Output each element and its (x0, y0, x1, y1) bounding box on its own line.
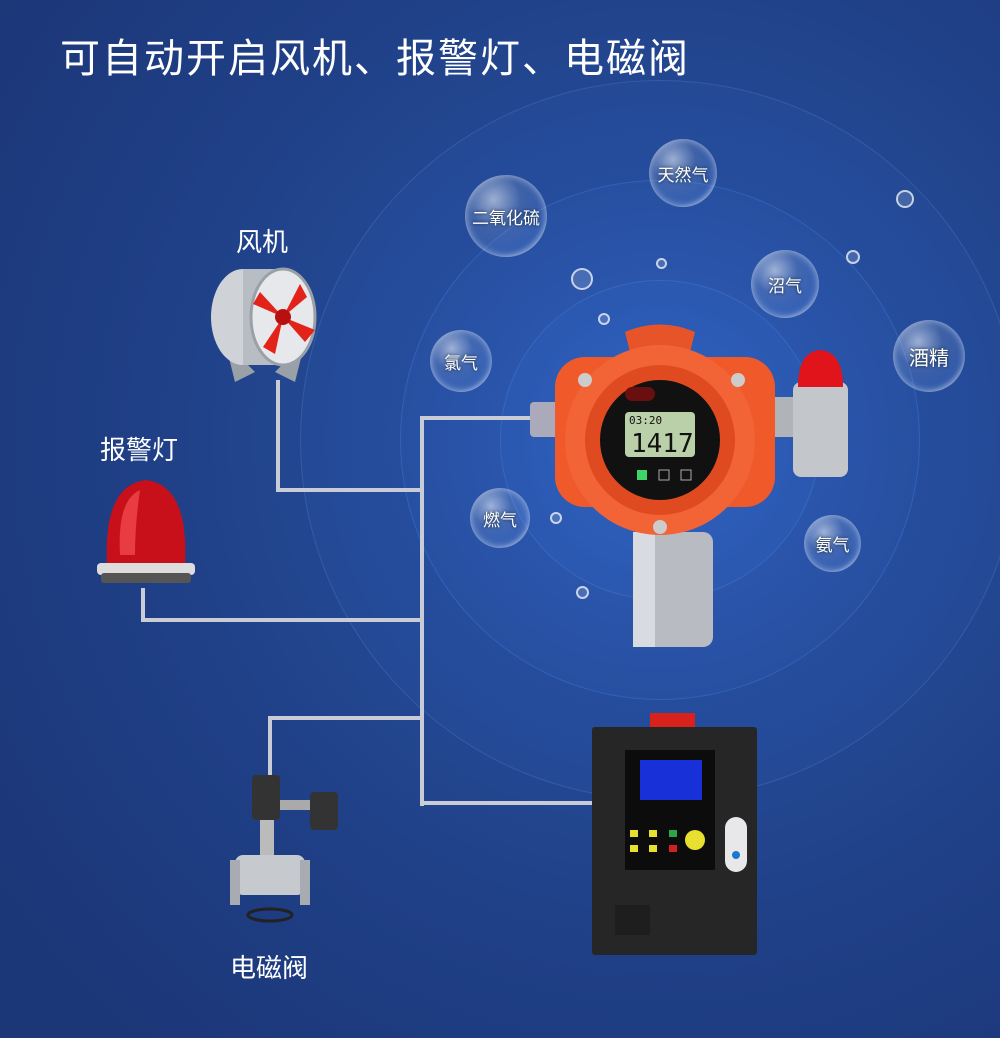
gas-bubble: 氯气 (430, 330, 492, 392)
gas-bubble: 氨气 (804, 515, 861, 572)
gas-bubble: 燃气 (470, 488, 530, 548)
wire (420, 801, 592, 805)
solenoid-valve-icon (230, 775, 338, 923)
small-bubble (846, 250, 860, 264)
alarm-light-icon (97, 480, 195, 583)
detector-reading: 1417 (631, 429, 694, 459)
detector-time: 03:20 (629, 414, 662, 427)
wire (268, 716, 424, 720)
wire (141, 588, 145, 622)
small-bubble (550, 512, 562, 524)
small-bubble (571, 268, 593, 290)
wire (276, 380, 280, 492)
solenoid-valve-label: 电磁阀 (230, 954, 309, 984)
wire (276, 488, 424, 492)
wire (420, 416, 424, 806)
small-bubble (576, 586, 589, 599)
gas-bubble: 天然气 (649, 139, 717, 207)
small-bubble (598, 313, 610, 325)
alarm-light-label: 报警灯 (100, 436, 179, 466)
small-bubble (656, 258, 667, 269)
wire (141, 618, 424, 622)
gas-detector: 03:20 1417 (530, 324, 848, 647)
fan-label: 风机 (236, 228, 289, 258)
fan-icon (211, 267, 317, 382)
wire (420, 416, 532, 420)
wire (268, 716, 272, 776)
page-title: 可自动开启风机、报警灯、电磁阀 (60, 36, 690, 82)
gas-bubble: 沼气 (751, 250, 819, 318)
small-bubble (896, 190, 914, 208)
gas-alarm-controller (592, 713, 757, 955)
gas-bubble: 酒精 (893, 320, 965, 392)
gas-bubble: 二氧化硫 (465, 175, 547, 257)
